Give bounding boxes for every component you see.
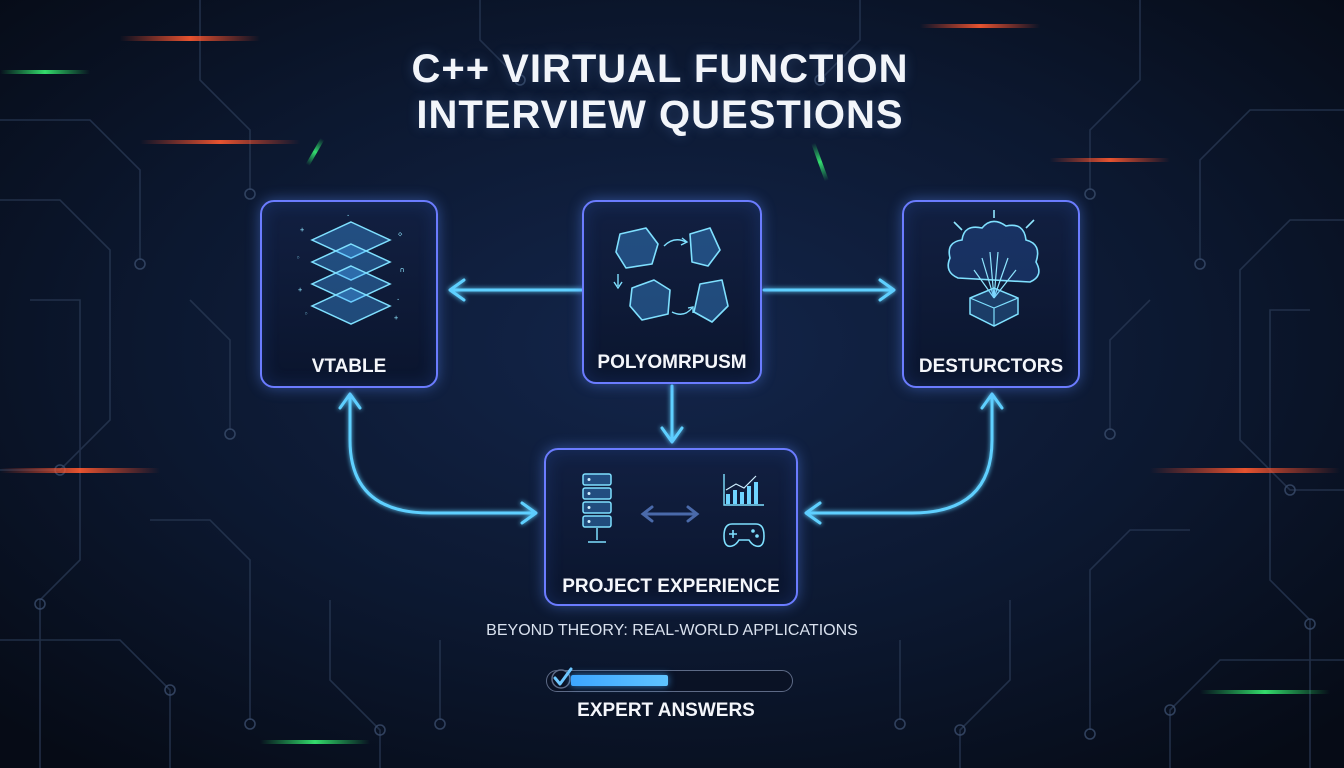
progress-label: EXPERT ANSWERS — [577, 700, 755, 721]
progress-bar — [546, 667, 793, 692]
subtitle: BEYOND THEORY: REAL-WORLD APPLICATIONS — [486, 622, 858, 639]
project-experience-label: PROJECT EXPERIENCE — [562, 576, 780, 597]
cube-cycle-icon — [613, 227, 729, 323]
svg-text:◇: ◇ — [398, 230, 403, 238]
svg-text:·: · — [396, 296, 400, 304]
explosion-icon — [947, 210, 1040, 327]
project-experience-node[interactable]: PROJECT EXPERIENCE — [544, 448, 798, 606]
svg-text:+: + — [298, 286, 302, 294]
arrow-project-to-destructors — [806, 394, 994, 515]
arrow-project-to-vtable — [348, 394, 536, 515]
title-line-1: C++ VIRTUAL FUNCTION — [411, 47, 909, 91]
destructors-label: DESTURCTORS — [918, 356, 1064, 377]
vtable-node[interactable]: + ◇ ◦ ∩ + · ◦ + · VTABLE — [260, 200, 438, 388]
bar-chart-icon — [723, 474, 764, 506]
svg-text:+: + — [394, 314, 398, 322]
svg-text:·: · — [346, 212, 350, 220]
svg-text:∩: ∩ — [400, 266, 404, 274]
double-arrow-icon — [640, 505, 700, 523]
svg-text:◦: ◦ — [304, 310, 308, 318]
vtable-label: VTABLE — [311, 356, 387, 377]
title-line-2: INTERVIEW QUESTIONS — [416, 93, 904, 137]
stacked-layers-icon: + ◇ ◦ ∩ + · ◦ + · — [296, 212, 404, 325]
checkmark-icon — [551, 667, 573, 689]
svg-text:◦: ◦ — [296, 254, 300, 262]
page-title: C++ VIRTUAL FUNCTION INTERVIEW QUESTIONS — [300, 46, 1020, 138]
gamepad-icon — [723, 523, 765, 548]
destructors-node[interactable]: DESTURCTORS — [902, 200, 1080, 388]
polymorphism-node[interactable]: POLYOMRPUSM — [582, 200, 762, 384]
server-stack-icon — [582, 473, 612, 543]
progress-fill — [571, 675, 668, 686]
polymorphism-label: POLYOMRPUSM — [597, 352, 747, 373]
svg-text:+: + — [300, 226, 304, 234]
